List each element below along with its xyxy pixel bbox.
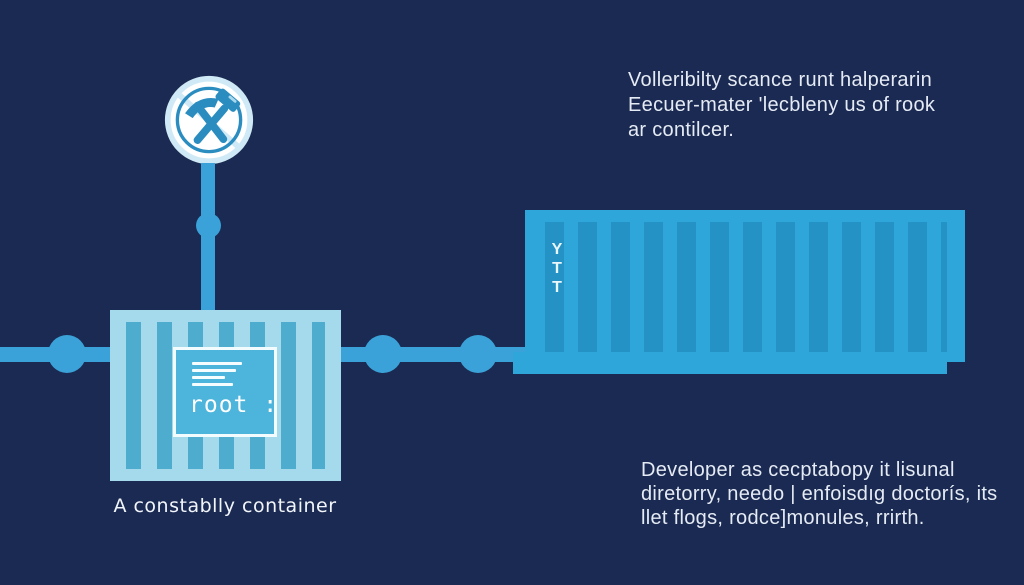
bottom-right-paragraph: Developer as cecptabopy it lisunal diret…: [641, 458, 998, 530]
paragraph-line: ar contilcer.: [628, 119, 735, 141]
paragraph-line: Eecuer-mater 'lecbleny us of rook: [628, 94, 936, 116]
paragraph-line: Volleribilty scance runt halperarin: [628, 69, 932, 91]
root-terminal-window: root :: [173, 347, 277, 437]
vertical-letter: Y: [551, 241, 563, 258]
right-container-vertical-label: Y T T: [546, 240, 568, 297]
root-prompt-label: root :: [189, 392, 279, 418]
paragraph-line: Developer as cecptabopy it lisunal: [641, 459, 955, 481]
paragraph-line: diretorry, needo | enfoisdıg doctorís, i…: [641, 483, 998, 505]
connector-node-1: [48, 335, 86, 373]
vertical-connector-node: [196, 213, 221, 238]
terminal-text-lines-icon: [192, 362, 242, 390]
paragraph-line: llet flogs, rodce]monules, rrirth.: [641, 507, 925, 529]
connector-node-2: [364, 335, 402, 373]
left-container-caption: A constablly container: [113, 495, 337, 517]
right-container-graphic: Y T T: [525, 210, 965, 362]
no-build-tools-icon: [164, 75, 254, 165]
connector-node-3: [459, 335, 497, 373]
vertical-letter: T: [552, 260, 562, 277]
vertical-letter: T: [552, 279, 562, 296]
left-container-graphic: root :: [110, 310, 341, 481]
right-container-stripes: [545, 222, 947, 352]
top-right-paragraph: Volleribilty scance runt halperarin Eecu…: [628, 68, 935, 143]
no-build-tools-badge: [163, 74, 255, 171]
crossed-tools-glyph: [185, 88, 241, 144]
